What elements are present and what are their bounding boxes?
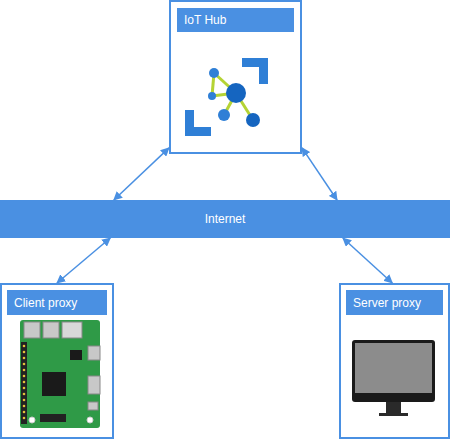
bidirectional-arrow — [343, 238, 392, 283]
device-box: Client proxy — [0, 283, 114, 439]
band-label: Internet — [205, 212, 246, 226]
box-header: IoT Hub — [177, 8, 294, 32]
bidirectional-arrow — [114, 148, 169, 200]
bidirectional-arrow — [57, 238, 110, 283]
device-box: Server proxy — [339, 283, 450, 439]
cloud-service-box: IoT Hub — [169, 0, 302, 154]
bidirectional-arrow — [302, 148, 337, 200]
box-header: Server proxy — [346, 290, 443, 315]
network-band: Internet — [0, 200, 450, 238]
box-header: Client proxy — [7, 290, 107, 315]
